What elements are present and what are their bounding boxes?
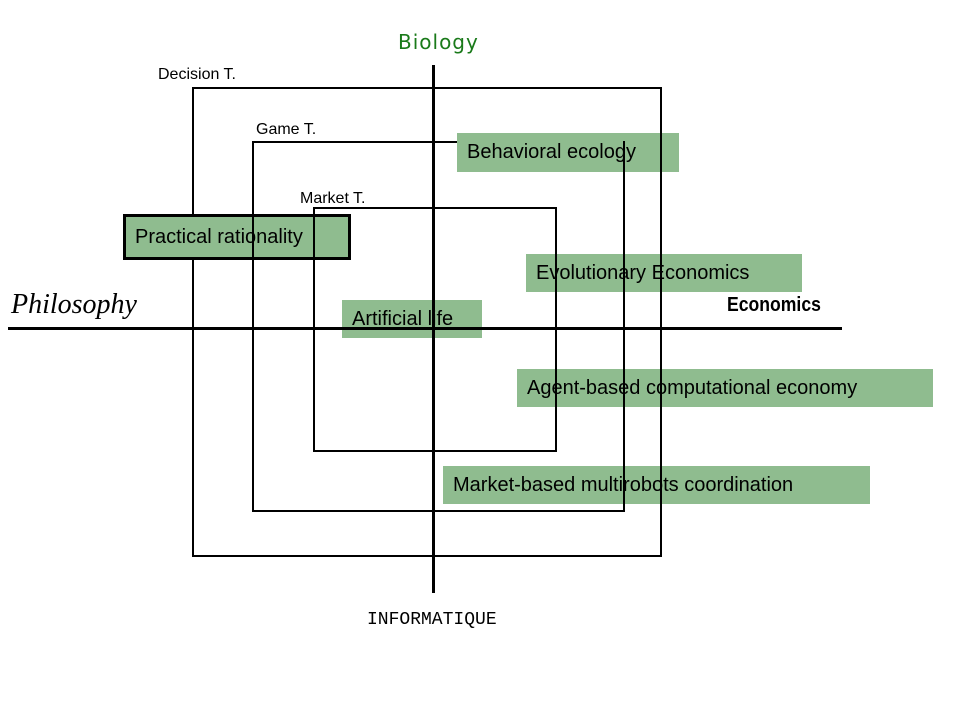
- evolutionary-economics-text: Evolutionary Economics: [536, 261, 750, 284]
- evolutionary-economics-box: Evolutionary Economics: [526, 254, 802, 292]
- market-based-multirobots-box: Market-based multirobots coordination: [443, 466, 870, 504]
- artificial-life-box: Artificial life: [342, 300, 482, 338]
- practical-rationality-text: Practical rationality: [135, 225, 303, 248]
- market-based-multirobots-text: Market-based multirobots coordination: [453, 473, 794, 496]
- philosophy-label: Philosophy: [11, 289, 137, 320]
- economics-label: Economics: [727, 294, 821, 316]
- horizontal-axis: [8, 327, 842, 330]
- decision-theory-label: Decision T.: [158, 66, 236, 83]
- biology-label: Biology: [398, 30, 479, 54]
- artificial-life-text: Artificial life: [352, 307, 454, 330]
- informatique-label: INFORMATIQUE: [367, 610, 497, 630]
- vertical-axis: [432, 65, 435, 593]
- behavioral-ecology-text: Behavioral ecology: [467, 141, 636, 163]
- game-theory-label: Game T.: [256, 121, 317, 138]
- behavioral-ecology-box: Behavioral ecology: [457, 133, 679, 172]
- agent-based-economy-text: Agent-based computational economy: [527, 376, 858, 399]
- practical-rationality-box: Practical rationality: [123, 214, 351, 260]
- market-theory-label: Market T.: [300, 190, 366, 207]
- agent-based-economy-box: Agent-based computational economy: [517, 369, 933, 407]
